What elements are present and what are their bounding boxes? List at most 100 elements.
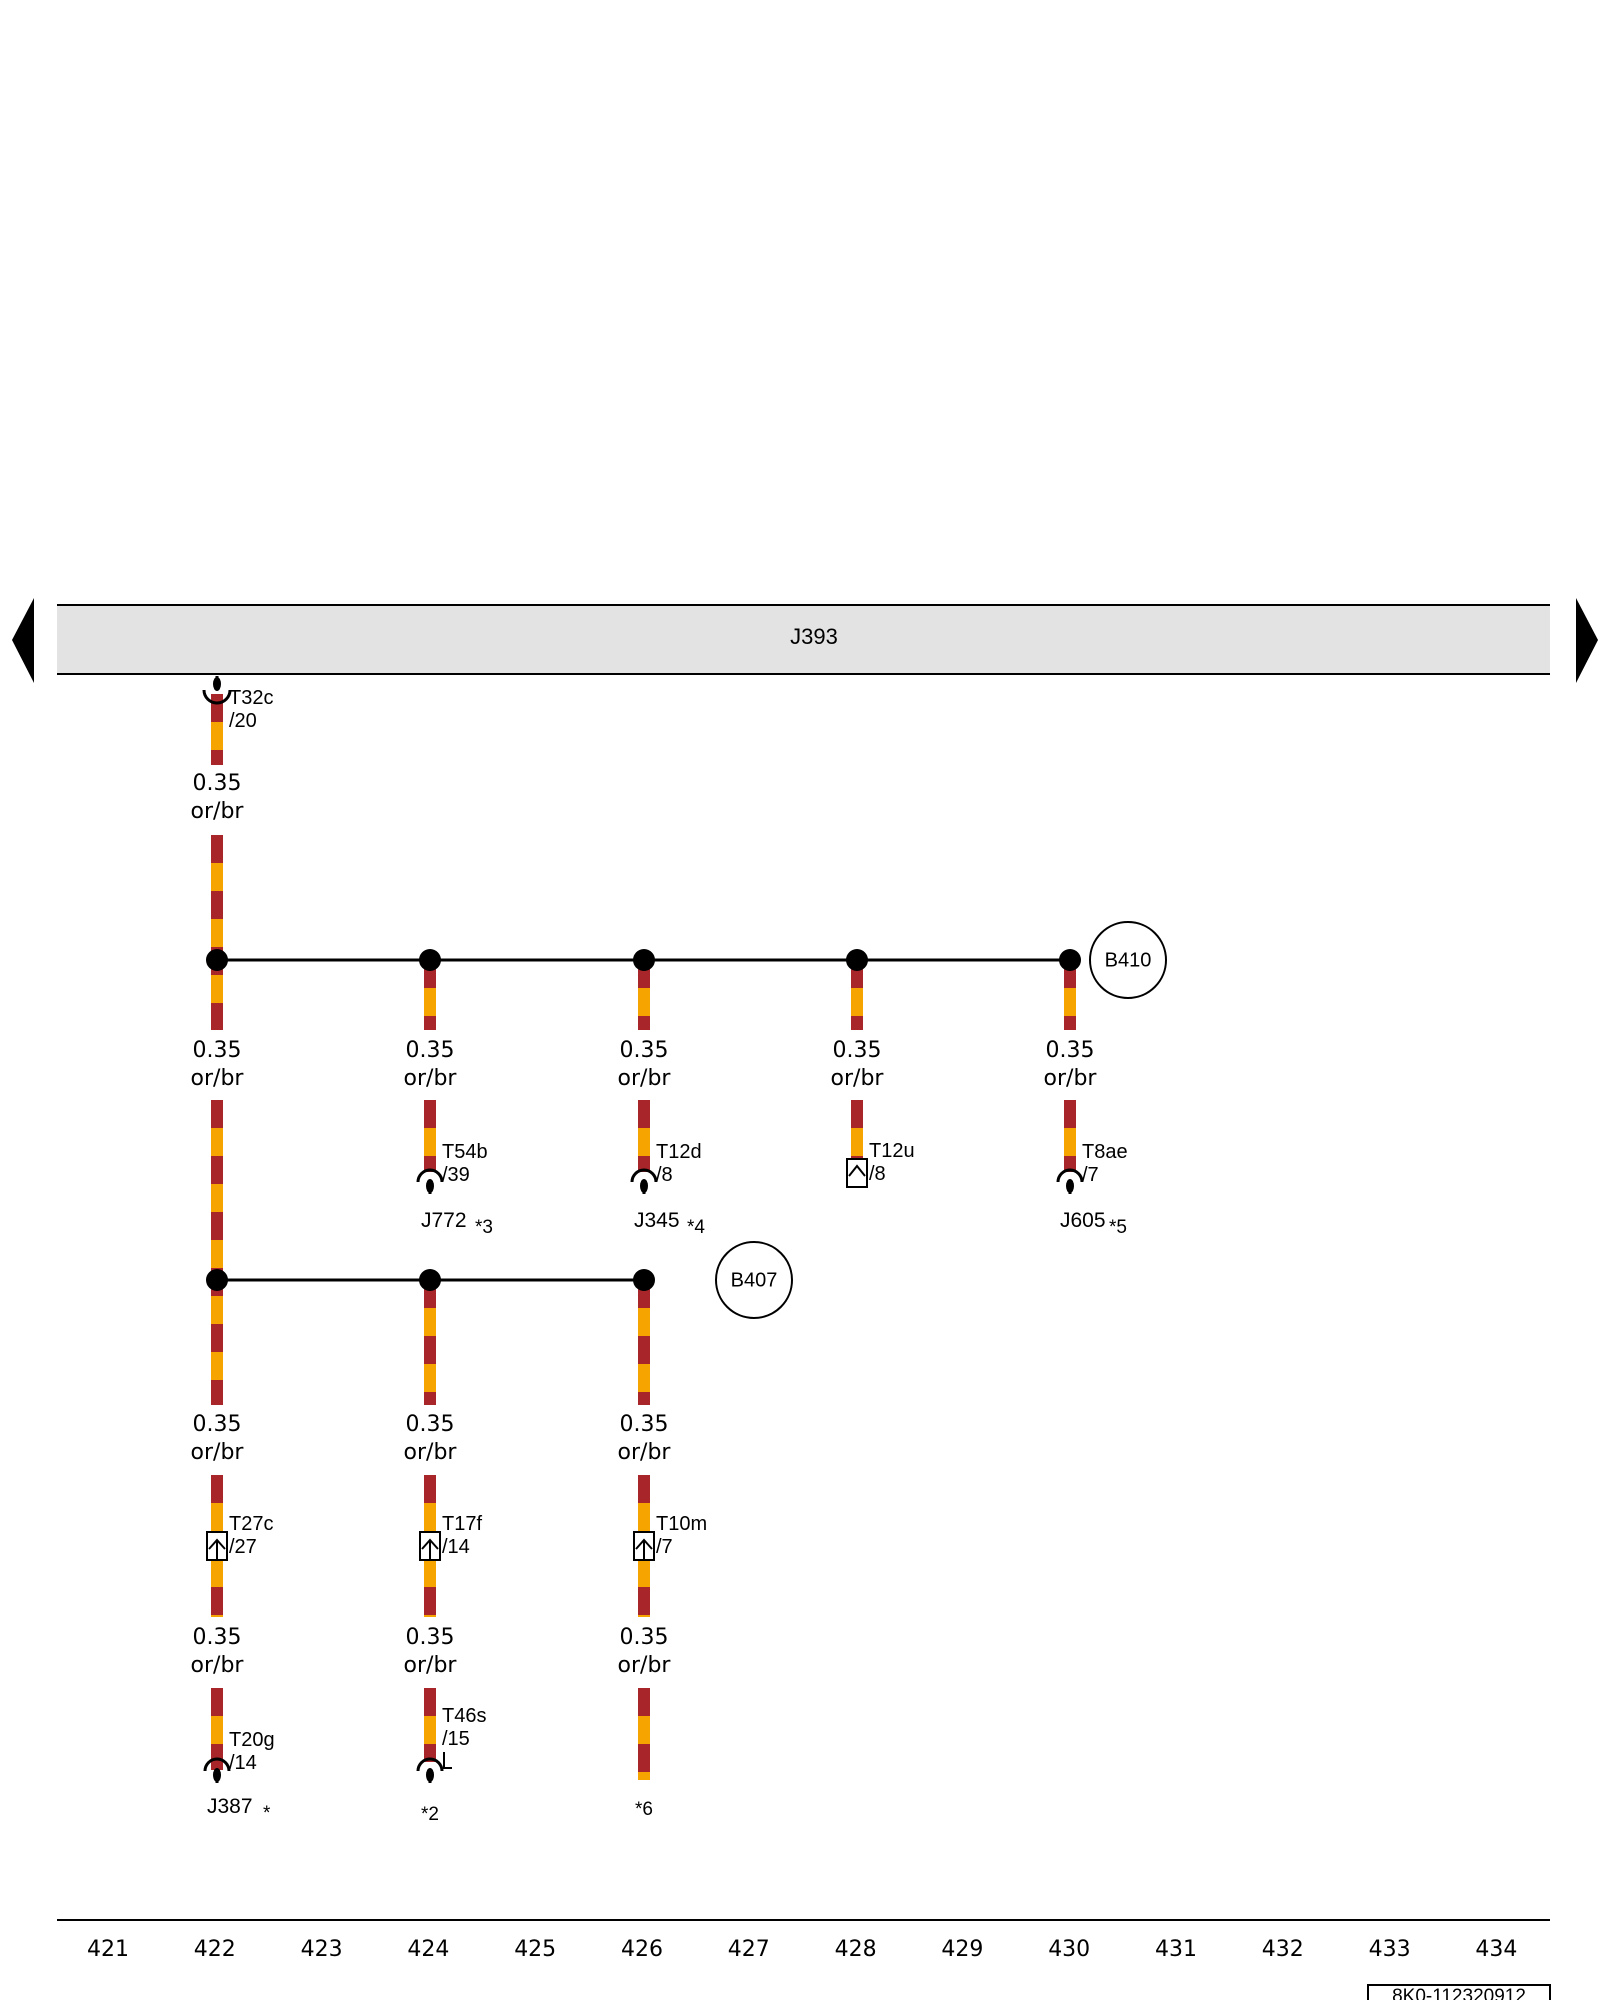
footnote-marker: *3 — [475, 1217, 493, 1238]
connector-t17f[interactable]: T17f /14 — [419, 1513, 482, 1561]
splice-b410[interactable]: B410 — [1089, 921, 1167, 999]
wire-spec-labels: 0.35 or/br 0.35 or/br 0.35 or/br 0.35 or… — [191, 771, 1098, 1678]
wire-gauge: 0.35 — [833, 1038, 882, 1063]
branch-j387[interactable]: T20g /14 J387 * — [203, 1729, 275, 1824]
wire-stripe — [424, 1308, 436, 1336]
wire-color: or/br — [618, 1440, 672, 1465]
track-number: 424 — [407, 1937, 449, 1962]
wire-stripe — [211, 1100, 223, 1128]
wire-gauge: 0.35 — [406, 1412, 455, 1437]
wire-color: or/br — [404, 1440, 458, 1465]
wire-color: or/br — [191, 1653, 245, 1678]
wire-stripe — [211, 1324, 223, 1352]
component-label: J345 — [634, 1209, 680, 1232]
connector-pin: /14 — [229, 1752, 257, 1774]
track-number: 432 — [1262, 1937, 1304, 1962]
track-number: 428 — [835, 1937, 877, 1962]
wire-stripe — [211, 694, 223, 722]
wire-color: or/br — [191, 1440, 245, 1465]
wire-stripe — [211, 1212, 223, 1240]
connector-t10m[interactable]: T10m /7 — [633, 1513, 707, 1561]
wire-stripe — [211, 891, 223, 919]
wire-stripe — [211, 975, 223, 1003]
junction-dot — [419, 949, 441, 971]
wire-stripe — [424, 1100, 436, 1128]
wire-stripe — [638, 1772, 650, 1780]
component-label: J605 — [1060, 1209, 1106, 1232]
splice-b407[interactable]: B407 — [715, 1241, 793, 1319]
wire-gauge: 0.35 — [406, 1038, 455, 1063]
track-number: 434 — [1475, 1937, 1517, 1962]
female-pin-icon — [203, 1757, 231, 1772]
female-pin-icon — [202, 689, 232, 705]
connector-name: T8ae — [1082, 1141, 1128, 1163]
control-unit-j393: J393 — [57, 604, 1550, 675]
wire-segments — [211, 694, 1076, 1780]
wire-stripe — [211, 1744, 223, 1770]
wire-color: or/br — [404, 1653, 458, 1678]
wire-color: or/br — [831, 1066, 885, 1091]
branch-j772[interactable]: T54b /39 J772 *3 — [416, 1141, 493, 1238]
wire-stripe — [211, 1003, 223, 1030]
previous-page-arrow-icon[interactable] — [12, 598, 34, 683]
wire-stripe — [211, 863, 223, 891]
branch-open-end[interactable]: *6 — [635, 1799, 653, 1820]
track-number: 422 — [194, 1937, 236, 1962]
wire-stripe — [638, 1128, 650, 1156]
connector-name: T12d — [656, 1141, 702, 1163]
female-pin-icon — [416, 1757, 444, 1772]
wire-stripe — [424, 1716, 436, 1744]
wire-stripe — [638, 1016, 650, 1030]
junction-dot — [633, 1269, 655, 1291]
wire-stripe — [638, 1336, 650, 1364]
track-number: 429 — [941, 1937, 983, 1962]
wire-stripe — [424, 1744, 436, 1762]
branch-t12u[interactable]: T12u /8 — [846, 1140, 915, 1188]
wire-stripe — [211, 1503, 223, 1531]
junction-dot — [419, 1269, 441, 1291]
track-number: 430 — [1048, 1937, 1090, 1962]
wire-stripe — [851, 1128, 863, 1156]
branch-j345[interactable]: T12d /8 J345 *4 — [630, 1141, 705, 1238]
wire-stripe — [638, 1744, 650, 1772]
connector-t32c[interactable]: T32c /20 — [202, 676, 273, 732]
wire-stripe — [211, 722, 223, 750]
next-page-arrow-icon[interactable] — [1576, 598, 1598, 683]
track-number: 431 — [1155, 1937, 1197, 1962]
wire-stripe — [424, 1392, 436, 1405]
footnote-marker: *2 — [421, 1804, 439, 1825]
wire-stripe — [638, 1559, 650, 1587]
wire-gauge: 0.35 — [620, 1625, 669, 1650]
junction-dot — [1059, 949, 1081, 971]
wire-stripe — [424, 988, 436, 1016]
wire-stripe — [211, 1587, 223, 1615]
splice-b410-label: B410 — [1105, 949, 1152, 971]
female-pin-icon — [630, 1168, 658, 1183]
wire-stripe — [211, 1380, 223, 1405]
wire-stripe — [1064, 988, 1076, 1016]
connector-pin: /7 — [656, 1536, 673, 1558]
wire-color: or/br — [618, 1653, 672, 1678]
footnote-marker: *6 — [635, 1799, 653, 1820]
wire-stripe — [424, 1336, 436, 1364]
wire-stripe — [211, 1615, 223, 1617]
wire-gauge: 0.35 — [193, 1625, 242, 1650]
branch-t46s[interactable]: T46s /15 *2 — [416, 1705, 486, 1825]
junction-dot — [846, 949, 868, 971]
document-number: 8K0-112320912 — [1367, 1984, 1551, 2000]
wire-gauge: 0.35 — [1046, 1038, 1095, 1063]
connector-housing-icon — [846, 1158, 868, 1188]
wire-stripe — [1064, 1156, 1076, 1172]
control-unit-label: J393 — [790, 624, 838, 649]
junction-dot — [206, 949, 228, 971]
wire-stripe — [638, 1364, 650, 1392]
connector-t27c[interactable]: T27c /27 — [206, 1513, 273, 1561]
wire-stripe — [211, 835, 223, 863]
junction-dot — [633, 949, 655, 971]
wire-stripe — [211, 1296, 223, 1324]
connector-pin: /8 — [656, 1164, 673, 1186]
footnote-marker: * — [263, 1803, 271, 1824]
connector-pin: /8 — [869, 1163, 886, 1185]
branch-j605[interactable]: T8ae /7 J605 *5 — [1056, 1141, 1128, 1238]
